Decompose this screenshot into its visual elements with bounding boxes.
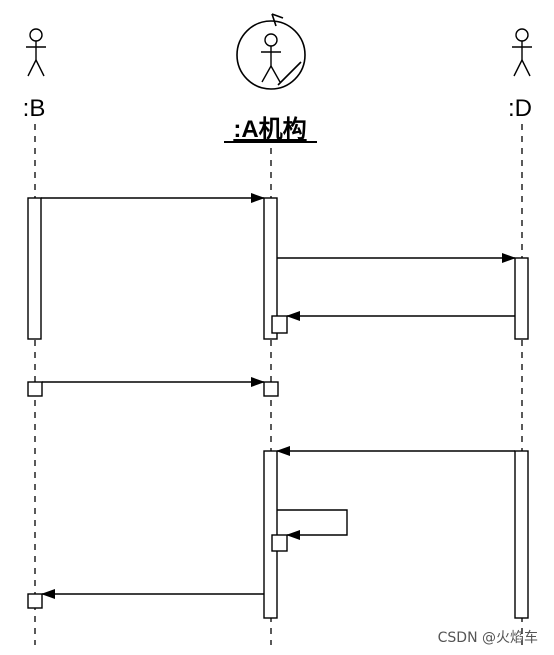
activation-b-4: [27, 593, 43, 609]
lifeline-label-d: :D: [508, 95, 532, 122]
activation-b-2: [27, 381, 43, 397]
activation-a-1: [263, 197, 278, 340]
actor-d-icon: [512, 28, 532, 77]
activation-d-3: [514, 450, 529, 619]
message-a-self: [277, 509, 348, 540]
activation-a-nested-1: [271, 315, 288, 334]
lifeline-label-a: :A机构: [233, 115, 306, 143]
activation-a-nested-3: [271, 534, 288, 552]
actor-b-icon: [26, 28, 46, 77]
agency-a-icon: [236, 13, 306, 90]
watermark: CSDN @火焰车: [437, 630, 538, 646]
activation-d-1: [514, 257, 529, 340]
activation-b-1: [27, 197, 42, 340]
activation-a-2: [263, 381, 279, 397]
lifeline-label-b: :B: [23, 95, 46, 122]
